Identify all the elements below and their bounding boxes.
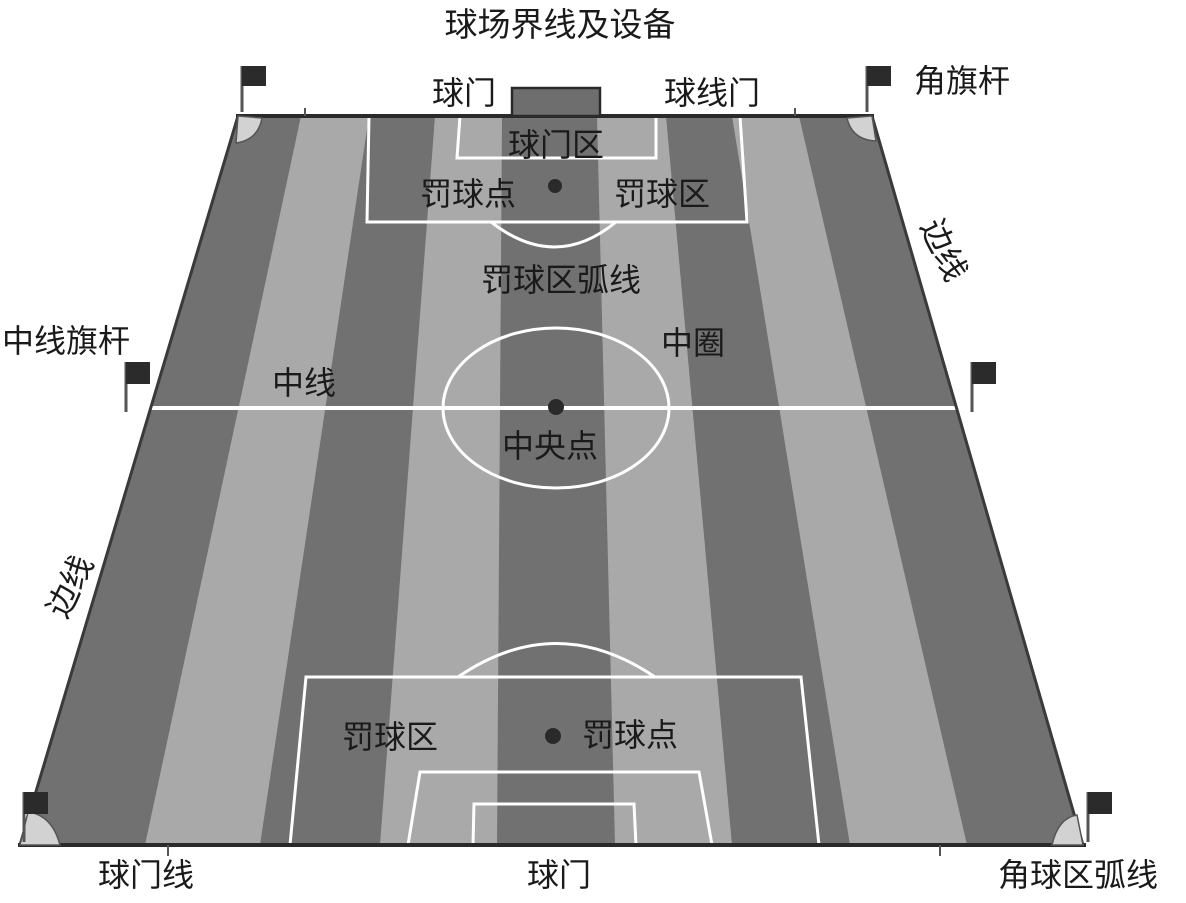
label-penalty-area-bottom: 罚球区: [342, 718, 438, 756]
label-goal-line: 球门线: [98, 856, 194, 894]
penalty-arc-bottom: [457, 642, 656, 679]
corner-flag-bottom-left: [22, 792, 48, 842]
penalty-arc-top: [490, 220, 617, 249]
corner-flag-top-right: [865, 66, 891, 112]
label-center-circle: 中圈: [661, 324, 725, 362]
corner-arc-top-left: [235, 115, 263, 144]
corner-arc-bottom-right: [1051, 814, 1084, 846]
corner-arc-top-right: [846, 115, 877, 142]
stripe: [145, 116, 369, 845]
goal-area-top: [455, 116, 658, 160]
center-spot: [548, 399, 564, 415]
label-halfway-flag: 中线旗杆: [2, 322, 130, 360]
penalty-spot-bottom: [545, 728, 561, 744]
label-penalty-spot-top: 罚球点: [420, 175, 516, 213]
corner-flag-bottom-right: [1086, 792, 1112, 842]
goal-frame-bottom: [471, 802, 638, 845]
halfway-flag-left: [124, 362, 150, 412]
corner-flag-top-left: [240, 66, 266, 112]
label-corner-arc: 角球区弧线: [998, 856, 1158, 894]
stripe: [732, 116, 967, 845]
label-goal-bottom: 球门: [527, 856, 591, 894]
label-goal-area: 球门区: [508, 126, 604, 164]
label-penalty-area-top: 罚球区: [614, 175, 710, 213]
label-penalty-arc: 罚球区弧线: [481, 261, 641, 299]
goal-top: [510, 86, 602, 118]
pitch-stripes: [145, 116, 967, 845]
penalty-spot-top: [548, 179, 562, 193]
label-touchline-right: 边线: [913, 213, 975, 287]
center-circle: [441, 326, 671, 490]
penalty-area-top: [365, 116, 749, 224]
stripe: [380, 116, 502, 845]
halfway-flag-right: [970, 362, 996, 412]
label-goal-top: 球门: [432, 74, 496, 112]
label-halfway-line: 中线: [272, 364, 336, 402]
penalty-area-bottom: [288, 675, 821, 845]
goal-area-bottom: [406, 770, 714, 845]
diagram-title: 球场界线及设备: [445, 5, 676, 44]
label-corner-flag: 角旗杆: [914, 62, 1010, 100]
label-goal-line-gate: 球线门: [664, 74, 760, 112]
label-center-spot: 中央点: [502, 427, 598, 465]
label-penalty-spot-bottom: 罚球点: [582, 716, 678, 754]
